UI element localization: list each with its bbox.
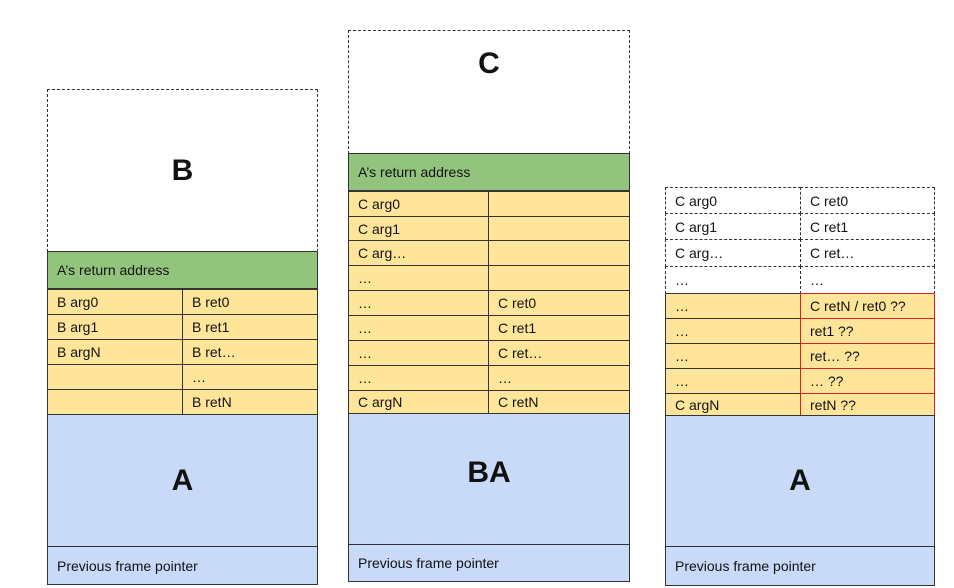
col2-ret-3 — [488, 265, 630, 291]
col2-arg-8: C argN — [348, 390, 489, 414]
col1-arg-2: B argN — [47, 339, 183, 365]
col2-arg-6: … — [348, 340, 489, 366]
frame-c-box: C — [348, 30, 630, 154]
col3-top-ret-0: C ret0 — [800, 187, 935, 214]
col1-prev-frame-pointer: Previous frame pointer — [47, 546, 318, 585]
col1-frame-a: A — [47, 414, 318, 547]
col1-arg-0: B arg0 — [47, 289, 183, 315]
col2-return-address-label: A’s return address — [358, 164, 471, 180]
col1-frame-a-label: A — [171, 463, 194, 497]
col2-ret-8: C retN — [488, 390, 630, 414]
col3-ret-3: … ?? — [800, 368, 935, 394]
col3-ret-2: ret… ?? — [800, 343, 935, 369]
col2-frame-ba-label: BA — [467, 456, 511, 489]
col2-ret-2 — [488, 240, 630, 266]
col2-ret-6: C ret… — [488, 340, 630, 366]
col1-ret-4: B retN — [182, 389, 318, 415]
col2-ret-7: … — [488, 365, 630, 391]
col2-ret-5: C ret1 — [488, 315, 630, 341]
col2-arg-5: … — [348, 315, 489, 341]
col3-top-arg-1: C arg1 — [665, 213, 801, 240]
col3-frame-a: A — [665, 415, 935, 547]
col2-arg-7: … — [348, 365, 489, 391]
col3-top-ret-3: … — [800, 266, 935, 294]
col3-prev-frame-pointer: Previous frame pointer — [665, 546, 935, 586]
col2-arg-2: C arg… — [348, 240, 489, 266]
col2-arg-4: … — [348, 290, 489, 316]
col3-top-arg-2: C arg… — [665, 239, 801, 267]
col2-arg-3: … — [348, 265, 489, 291]
col2-frame-ba: BA — [348, 413, 630, 545]
col3-ret-0: C retN / ret0 ?? — [800, 293, 935, 319]
col1-ret-2: B ret… — [182, 339, 318, 365]
col3-prev-frame-label: Previous frame pointer — [675, 558, 816, 574]
col1-arg-4 — [47, 389, 183, 415]
col1-arg-1: B arg1 — [47, 314, 183, 340]
col3-top-ret-2: C ret… — [800, 239, 935, 267]
col3-top-ret-1: C ret1 — [800, 213, 935, 240]
col1-ret-3: … — [182, 364, 318, 390]
col2-ret-0 — [488, 191, 630, 217]
col3-arg-0: … — [665, 293, 801, 319]
frame-c-title: C — [478, 47, 500, 80]
col2-arg-0: C arg0 — [348, 191, 489, 217]
col2-ret-4: C ret0 — [488, 290, 630, 316]
col3-top-arg-3: … — [665, 266, 801, 294]
col3-arg-4: C argN — [665, 393, 801, 416]
col2-return-address: A’s return address — [348, 153, 630, 191]
col3-frame-a-label: A — [789, 464, 811, 497]
col1-prev-frame-label: Previous frame pointer — [57, 557, 198, 574]
col3-top-arg-0: C arg0 — [665, 187, 801, 214]
col2-prev-frame-pointer: Previous frame pointer — [348, 544, 630, 582]
col1-return-address: A’s return address — [47, 251, 318, 289]
col2-prev-frame-label: Previous frame pointer — [358, 555, 499, 571]
col2-ret-1 — [488, 216, 630, 242]
col2-arg-1: C arg1 — [348, 216, 489, 242]
col1-ret-0: B ret0 — [182, 289, 318, 315]
col1-return-address-label: A’s return address — [57, 262, 170, 278]
col1-ret-1: B ret1 — [182, 314, 318, 340]
col3-arg-2: … — [665, 343, 801, 369]
col1-arg-3 — [47, 364, 183, 390]
col3-ret-1: ret1 ?? — [800, 318, 935, 344]
frame-b-title: B — [171, 153, 194, 187]
col3-arg-1: … — [665, 318, 801, 344]
col3-ret-4: retN ?? — [800, 393, 935, 416]
frame-b-box: B — [47, 89, 318, 252]
col3-arg-3: … — [665, 368, 801, 394]
